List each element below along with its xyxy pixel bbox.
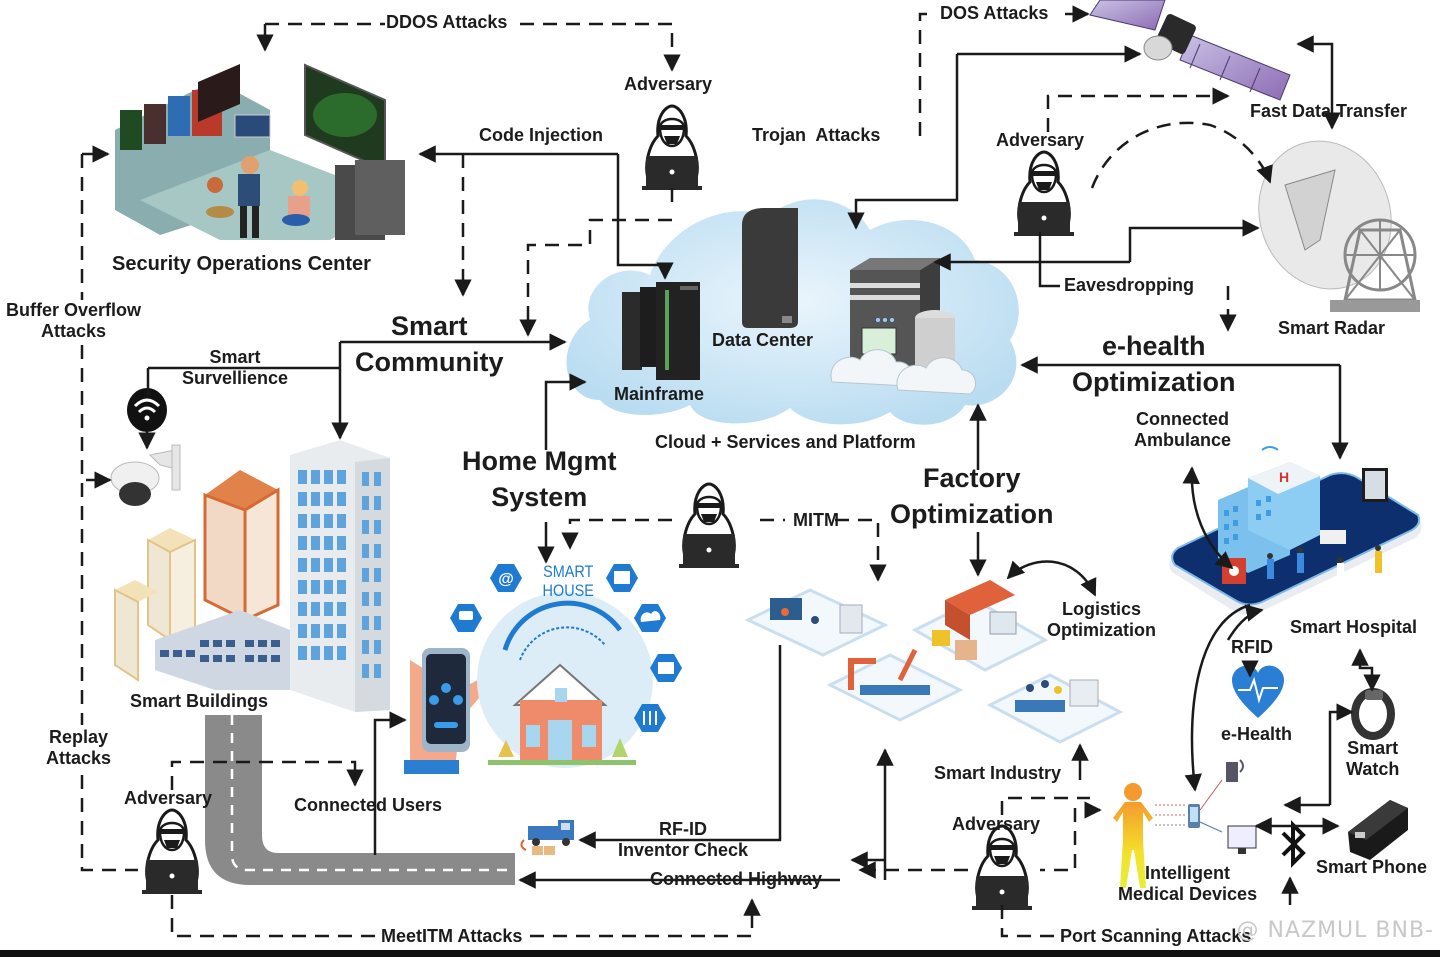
adversary-label: Adversary	[952, 814, 1041, 834]
smart-phone-icon	[1348, 800, 1408, 860]
node-label-connected-users: Connected Users	[294, 795, 443, 815]
hex-list-icon	[606, 564, 638, 592]
attack-label-ddos: DDOS Attacks	[386, 12, 508, 32]
delivery-truck-icon	[520, 820, 574, 855]
node-label-smart-radar: Smart Radar	[1278, 318, 1386, 338]
attack-label-mitm: MITM	[793, 510, 839, 530]
soc-illustration	[115, 63, 405, 240]
attack-label-replay: Replay Attacks	[46, 727, 112, 768]
attack-label-trojan: Trojan Attacks	[752, 125, 881, 145]
hex-chat-icon	[450, 604, 482, 632]
mainframe-icon	[622, 282, 700, 380]
node-label-home-mgmt-system: Home Mgmt System	[462, 446, 617, 512]
connected-highway-road	[205, 715, 515, 885]
node-label-smart-hospital: Smart Hospital	[1290, 617, 1418, 637]
satellite-icon	[1089, 0, 1291, 101]
data-center-icon	[742, 208, 798, 328]
attack-label-meetitm: MeetITM Attacks	[381, 926, 523, 946]
node-label-soc: Security Operations Center	[112, 253, 371, 275]
smart-hospital-illustration: H	[1169, 446, 1422, 615]
watermark: @ NAZMUL BNB-	[1236, 918, 1434, 943]
svg-text:H: H	[1279, 469, 1289, 485]
attack-label-eavesdropping: Eavesdropping	[1064, 275, 1195, 295]
node-label-logistics-optimization: Logistics Optimization	[1047, 599, 1156, 640]
attack-label-port-scanning: Port Scanning Attacks	[1060, 926, 1252, 946]
adversary-label: Adversary	[624, 74, 713, 94]
node-label-ehealth-optimization: e-health Optimization	[1072, 331, 1236, 397]
hex-sliders-icon	[634, 704, 666, 732]
adversary-hacker-icon	[140, 808, 204, 896]
node-label-factory-optimization: Factory Optimization	[890, 463, 1054, 529]
heart-pulse-icon	[1232, 665, 1284, 718]
smart-buildings-illustration	[114, 440, 390, 712]
attack-label-code-injection: Code Injection	[479, 125, 604, 145]
smart-factory-illustration	[744, 580, 1124, 744]
medical-devices-icon	[1188, 759, 1257, 854]
adversary-label: Adversary	[124, 788, 213, 808]
attack-label-dos: DOS Attacks	[940, 3, 1049, 23]
adversary-label: Adversary	[996, 130, 1085, 150]
node-label-mainframe: Mainframe	[614, 384, 705, 404]
node-label-medical-devices: Intelligent Medical Devices	[1118, 863, 1258, 904]
smart-house-illustration	[477, 592, 653, 768]
bottom-border	[0, 950, 1440, 957]
node-label-connected-highway: Connected Highway	[650, 869, 823, 889]
adversary-hacker-icon	[970, 824, 1034, 912]
smartphone-hand-icon	[404, 648, 486, 774]
svg-text:@: @	[498, 571, 514, 588]
node-label-smart-community: Smart Community	[355, 311, 504, 377]
node-label-rfid-inventory: RF-ID Inventor Check	[618, 819, 749, 860]
human-body-icon	[1113, 783, 1185, 888]
radar-icon	[1258, 140, 1420, 312]
hex-browser-icon	[650, 654, 682, 682]
node-label-ehealth: e-Health	[1221, 724, 1293, 744]
smart-watch-icon	[1351, 688, 1395, 740]
node-label-smart-industry: Smart Industry	[934, 763, 1062, 783]
hex-email-icon: @	[490, 564, 522, 592]
node-label-smart-phone: Smart Phone	[1316, 857, 1428, 877]
node-label-rfid: RFID	[1231, 637, 1273, 657]
node-label-fast-data-transfer: Fast Data Transfer	[1250, 101, 1408, 121]
adversary-hacker-icon	[640, 104, 704, 192]
solid-connectors	[86, 35, 1381, 905]
attack-connectors	[80, 5, 1273, 938]
node-label-data-center: Data Center	[712, 330, 814, 350]
adversary-hacker-icon	[1012, 150, 1076, 238]
node-label-smart-surveillance: Smart Survellience	[182, 347, 289, 388]
adversary-hacker-icon	[677, 482, 741, 570]
node-label-connected-ambulance: Connected Ambulance	[1134, 409, 1232, 450]
node-label-cloud-platform: Cloud + Services and Platform	[655, 432, 916, 452]
attack-label-buffer-overflow: Buffer Overflow Attacks	[6, 300, 142, 341]
security-camera-icon	[110, 444, 181, 506]
hex-cloud-upload-icon	[634, 604, 666, 632]
node-label-smart-buildings: Smart Buildings	[130, 691, 269, 711]
node-label-smart-watch: Smart Watch	[1346, 738, 1400, 779]
bluetooth-icon	[1281, 820, 1306, 868]
server-icon	[830, 258, 977, 395]
wifi-icon	[127, 388, 167, 432]
node-label-smart-house: SMART HOUSE	[542, 562, 594, 600]
